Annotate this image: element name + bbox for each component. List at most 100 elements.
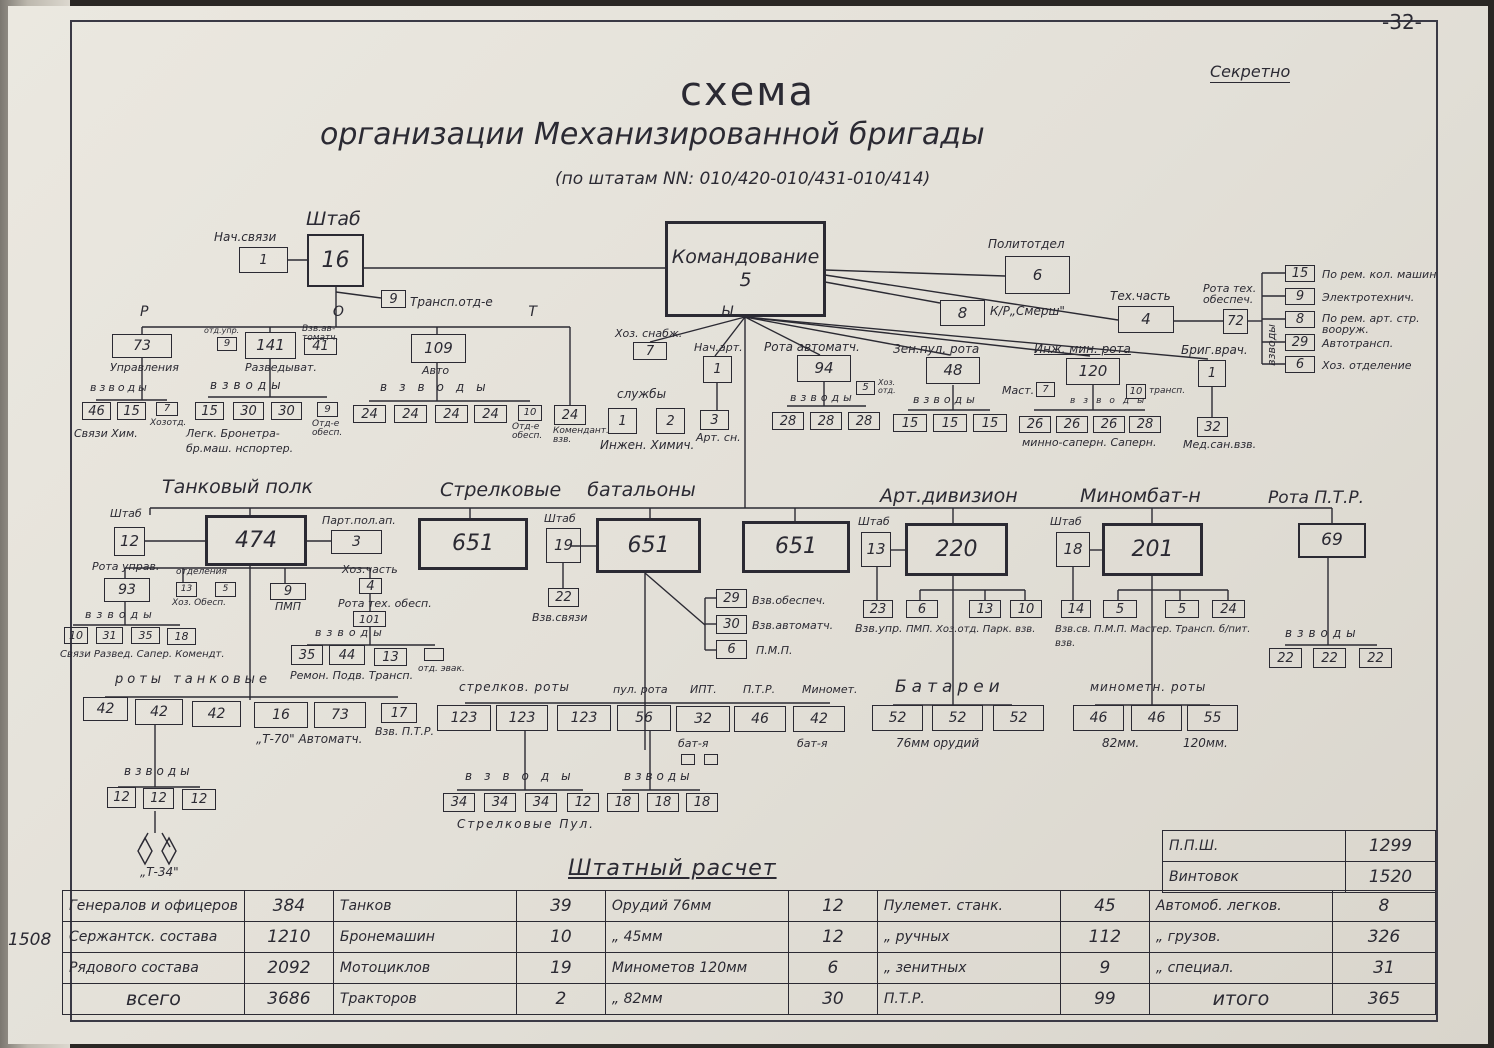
summary-cell: Сержантск. состава	[62, 921, 245, 953]
summary-cell: Рядового состава	[62, 952, 245, 984]
upr-item: 46	[82, 402, 111, 420]
art-side-item: 6	[906, 600, 938, 618]
art-bat-item: 52	[932, 705, 983, 731]
rota-avt-item: 28	[772, 412, 804, 430]
tank-shtab-box: 12	[114, 527, 145, 556]
avto-item: 24	[435, 405, 468, 423]
tank-rota-tech-names: Ремон. Подв. Трансп.	[290, 669, 414, 682]
tank-otd-label: отделения	[176, 567, 227, 577]
ptr-item: 22	[1359, 648, 1392, 668]
strel-bat-small	[681, 754, 695, 765]
rota-tech-label: Рота тех. обеспеч.	[1203, 282, 1257, 306]
tank-roty-item: 42	[83, 697, 128, 721]
strel-shtab-label: Штаб	[544, 512, 576, 525]
rota-avt-item: 28	[810, 412, 842, 430]
inzh-mast-box: 7	[1036, 382, 1055, 397]
upr-names: Связи Хим.	[74, 427, 138, 440]
tank-upr-names: Связи Развед. Сапер. Комендт.	[60, 649, 225, 660]
summary-cell: 3686	[243, 983, 334, 1015]
strel-roty-item: 56	[617, 705, 671, 731]
strel-vzvody1-item: 34	[525, 793, 557, 812]
tank-hoz-label: Хоз.часть	[342, 563, 398, 576]
summary-cell: 384	[243, 890, 334, 922]
sluzhby-names: Инжен. Химич.	[600, 438, 695, 452]
strel-vzvody2-item: 18	[686, 793, 718, 812]
razv-item: 30	[233, 402, 264, 420]
tank-hoz-box: 4	[359, 578, 382, 594]
strel-box: 651	[596, 518, 701, 573]
minom-side-item: 24	[1212, 600, 1245, 618]
tank-rota-upr-box: 93	[104, 578, 150, 602]
tank-roty-item: 17	[381, 703, 417, 723]
summary-cell: „ зенитных	[876, 952, 1061, 984]
summary-cell-value: 1520	[1345, 861, 1436, 893]
brig-vrach-box: 1	[1198, 360, 1226, 387]
summary-cell: Орудий 76мм	[604, 890, 789, 922]
art-label: Арт.дивизион	[880, 485, 1018, 507]
avto-vzvody: взводы	[380, 380, 498, 394]
avto-komend-box: 24	[554, 405, 586, 425]
razv-bzv-box: 41	[304, 338, 337, 355]
sluzhby-box: 2	[656, 408, 685, 434]
inzh-rota-label: Инж. мин. рота	[1034, 342, 1131, 356]
table-row: Рядового состава 2092 Мотоциклов 19 Мино…	[62, 952, 1437, 984]
summary-cell: Генералов и офицеров	[62, 890, 245, 922]
nach-art-box: 1	[703, 356, 732, 383]
summary-cell: „ ручных	[876, 921, 1061, 953]
nach-svyazi-label: Нач.связи	[214, 230, 277, 244]
tank-rota-tech-vzvody: взводы	[315, 626, 387, 639]
rota-avt-hoz-box: 5	[856, 381, 875, 395]
tank-roty-names: „Т-70" Автоматч.	[256, 732, 363, 746]
minom-label: Миномбат-н	[1080, 485, 1201, 507]
strel-bat-small	[704, 754, 718, 765]
upr-item: 15	[117, 402, 146, 420]
techpart-label: Тех.часть	[1110, 289, 1171, 303]
tank-roty-item: 42	[135, 699, 183, 725]
summary-cell: Мотоциклов	[332, 952, 517, 984]
upr-label: Управления	[110, 361, 179, 374]
summary-cell: 45	[1059, 890, 1150, 922]
table-row: Сержантск. состава 1210 Бронемашин 10 „ …	[62, 921, 1437, 953]
razv-label: Разведыват.	[245, 361, 317, 374]
art-bat-item: 52	[993, 705, 1044, 731]
nach-svyazi-box: 1	[239, 247, 288, 273]
margin-note: 1508	[8, 930, 52, 950]
tank-otd-item: 13	[176, 582, 197, 597]
minom-roty-names: 82мм. 120мм.	[1102, 736, 1228, 750]
razv-obesp: Отд-е обесп.	[312, 419, 343, 438]
strel-vzvody2: взводы	[624, 769, 694, 783]
tank-rota-tech-item: 13	[374, 648, 407, 666]
page-subtitle: организации Механизированной бригады	[320, 117, 985, 152]
hoz-snab-label: Хоз. снабж.	[615, 327, 683, 340]
minom-roty-item: 46	[1131, 705, 1182, 731]
tank-regiment-box: 474	[205, 515, 307, 566]
razv-box: 141	[245, 332, 296, 359]
politotdel-label: Политотдел	[988, 237, 1065, 251]
brig-vrach-label: Бриг.врач.	[1181, 343, 1248, 357]
rota-tech-item-label: Хоз. отделение	[1322, 359, 1412, 372]
razv-item: 30	[271, 402, 302, 420]
summary-cell: 10	[515, 921, 606, 953]
summary-cell: Минометов 120мм	[604, 952, 789, 984]
page-subtitle-states: (по штатам NN: 010/420-010/431-010/414)	[555, 169, 931, 189]
strel-side-label: Взв.обеспеч.	[752, 594, 826, 607]
shtab-box: 16	[307, 234, 364, 287]
minom-side-item: 14	[1061, 600, 1091, 618]
strel-side-label: Взв.автоматч.	[752, 619, 834, 632]
tank-vzvody-item: 12	[143, 788, 174, 809]
rota-tech-item-label: Автотрансп.	[1322, 337, 1394, 350]
summary-cell: 365	[1331, 983, 1437, 1015]
summary-cell: 6	[787, 952, 878, 984]
avto-komend-label: Комендант. взв.	[553, 426, 609, 445]
summary-table: Генералов и офицеров 384 Танков 39 Оруди…	[62, 890, 1437, 1015]
rota-tech-box: 72	[1223, 309, 1248, 334]
rota-tech-item: 8	[1285, 311, 1315, 328]
summary-cell: Тракторов	[332, 983, 517, 1015]
summary-cell: Пулемет. станк.	[876, 890, 1061, 922]
razv-item: 9	[317, 402, 338, 417]
art-bat-item: 52	[872, 705, 923, 731]
inzh-mast-label: Маст.	[1002, 384, 1035, 397]
summary-cell: 99	[1059, 983, 1150, 1015]
strel-vzvody1: взводы	[465, 769, 583, 783]
techpart-box: 4	[1118, 306, 1174, 333]
